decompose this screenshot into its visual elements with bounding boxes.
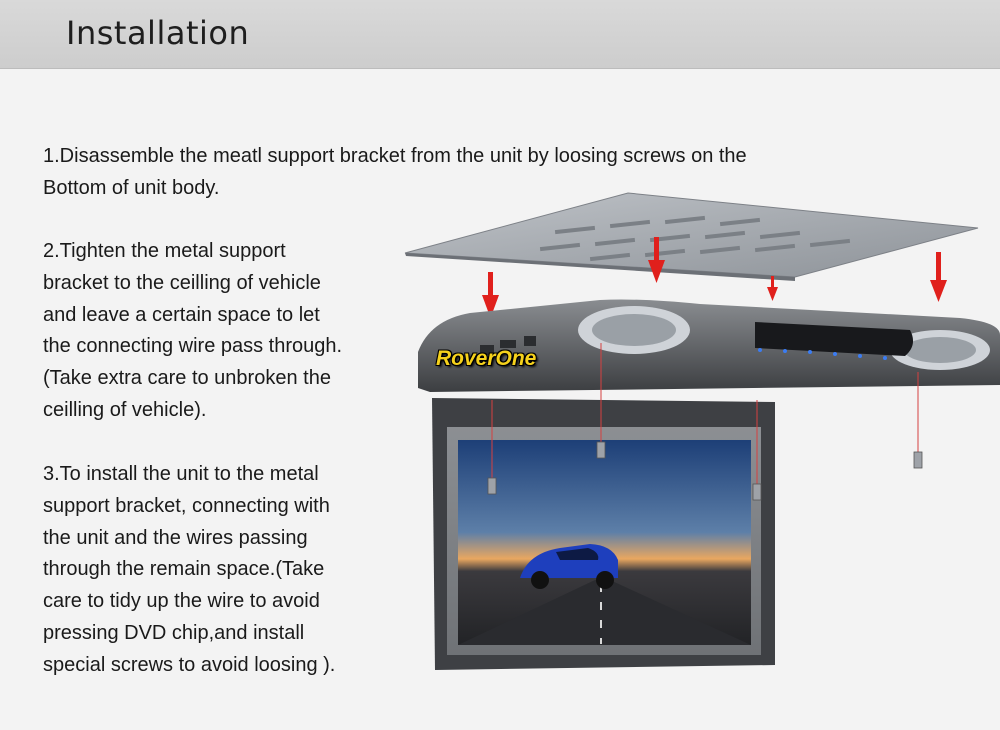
brand-watermark: RoverOne [436,347,537,370]
installation-illustration [404,192,1000,670]
arrow-down-icons [482,237,947,318]
page-header: Installation [0,0,1000,69]
monitor-housing [418,299,1000,392]
step-1-text: 1.Disassemble the meatl support bracket … [43,145,747,199]
step-3-text: 3.To install the unit to the metal suppo… [43,463,336,676]
screws [487,343,923,501]
metal-support-bracket [404,192,979,281]
page-title: Installation [66,14,250,52]
monitor-screen [432,398,775,670]
step-2-text: 2.Tighten the metal support bracket to t… [43,240,343,421]
